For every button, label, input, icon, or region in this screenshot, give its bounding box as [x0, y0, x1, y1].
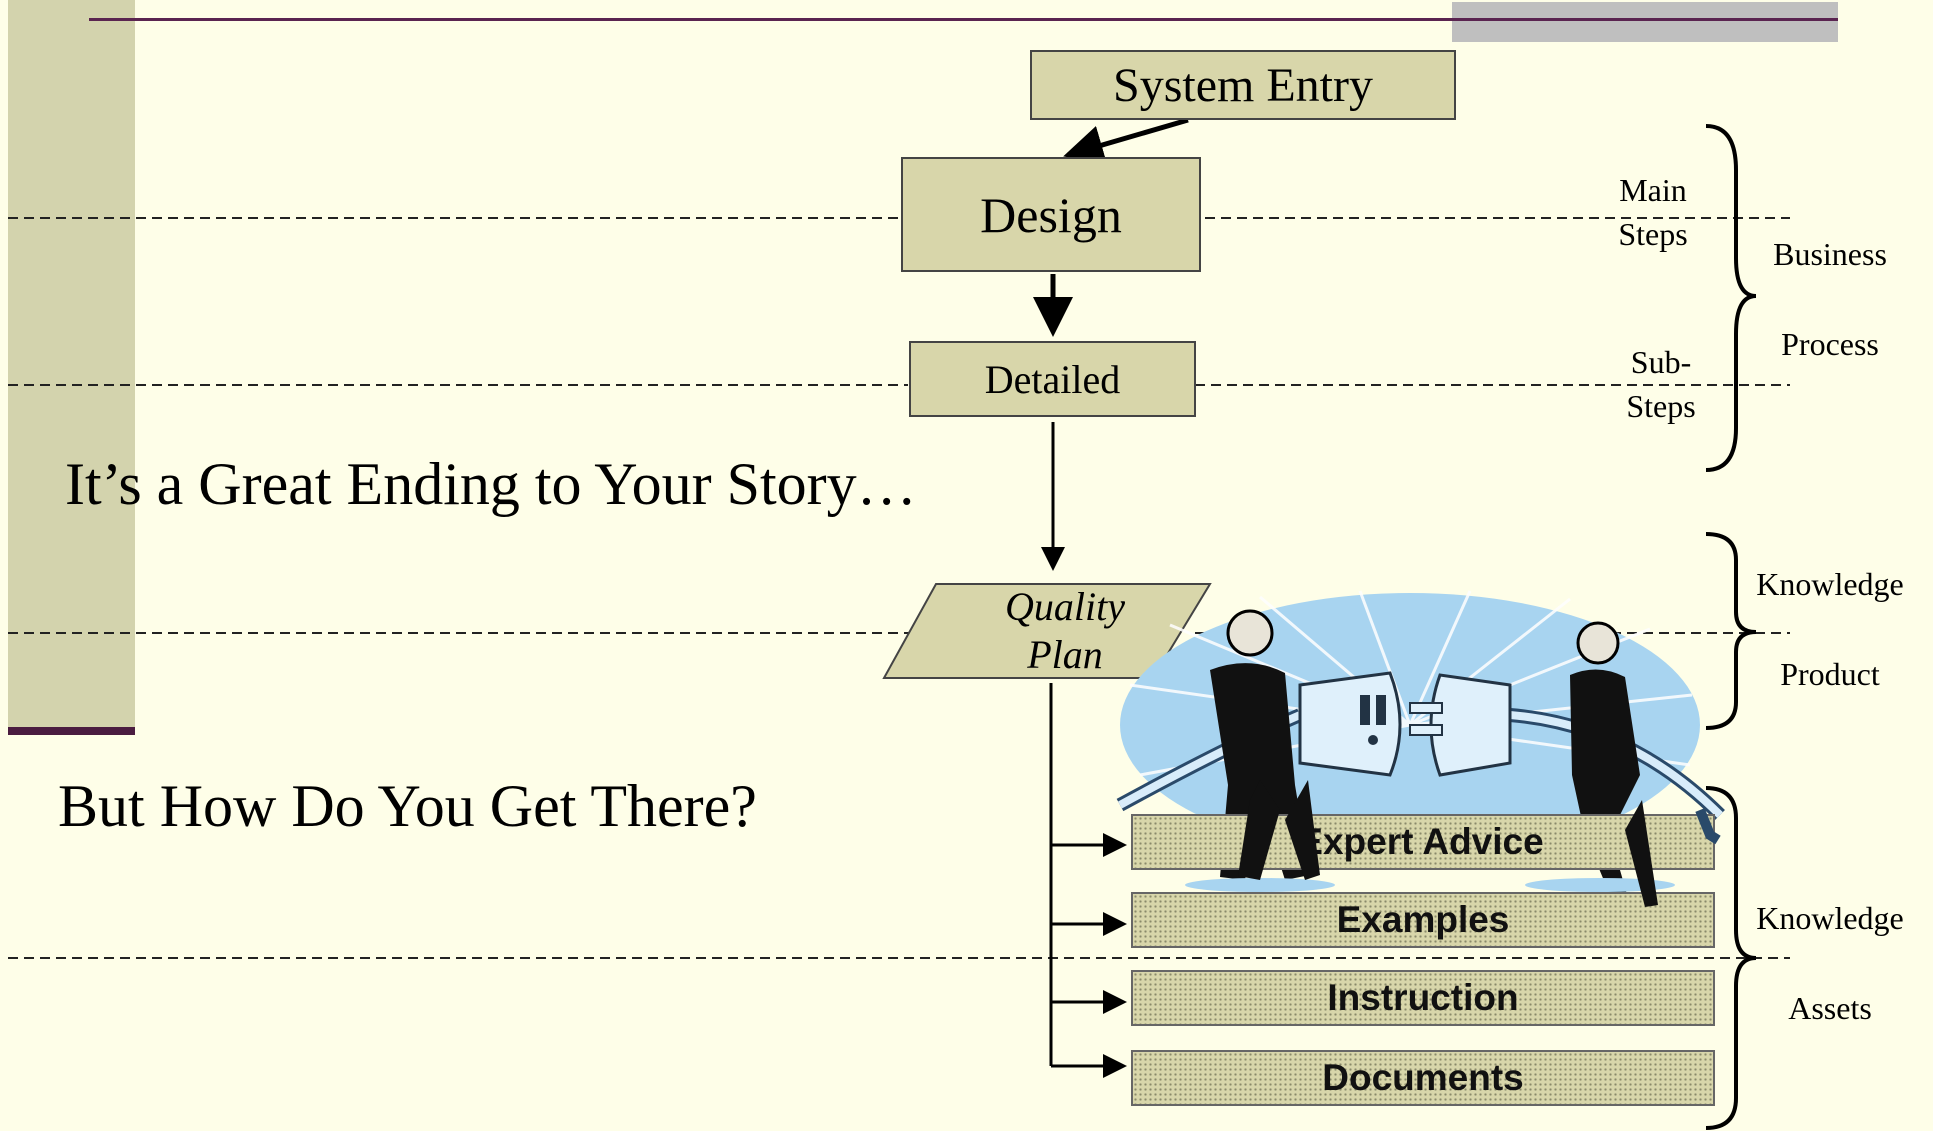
- asset-documents-label: Documents: [1322, 1057, 1524, 1098]
- headline-question: But How Do You Get There?: [58, 773, 757, 839]
- top-gray-rule: [1452, 18, 1838, 21]
- label-sub-steps: Sub- Steps: [1596, 340, 1726, 428]
- detailed-label: Detailed: [984, 356, 1121, 402]
- design-box: Design: [901, 157, 1201, 272]
- asset-instruction: Instruction: [1131, 970, 1715, 1026]
- brace-business-process: [1705, 124, 1757, 472]
- label-main-steps: Main Steps: [1588, 168, 1718, 256]
- sidebar-band: [8, 0, 135, 728]
- sidebar-accent-line: [8, 727, 135, 735]
- label-main: Main: [1619, 172, 1687, 208]
- brace-knowledge-assets: [1705, 786, 1757, 1130]
- label-business: Business: [1773, 236, 1887, 272]
- label-process: Process: [1781, 326, 1879, 362]
- asset-instruction-label: Instruction: [1327, 977, 1519, 1018]
- quality-plan-label-line1: Quality: [1005, 584, 1125, 629]
- label-knowledge-product-1: Knowledge: [1756, 566, 1904, 602]
- asset-examples: Examples: [1131, 892, 1715, 948]
- label-product: Product: [1780, 656, 1880, 692]
- label-assets: Assets: [1788, 990, 1872, 1026]
- asset-documents: Documents: [1131, 1050, 1715, 1106]
- label-sub: Sub-: [1630, 344, 1692, 380]
- label-knowledge-assets: Knowledge: [1756, 900, 1904, 936]
- label-main-steps-word: Steps: [1618, 216, 1688, 252]
- quality-plan-label: Quality Plan: [970, 583, 1160, 679]
- figures-foreground: [1238, 780, 1721, 907]
- quality-plan-label-line2: Plan: [1027, 632, 1103, 677]
- asset-expert-advice: Expert Advice: [1131, 814, 1715, 870]
- asset-expert-advice-label: Expert Advice: [1298, 821, 1544, 862]
- arrow-entry-to-design: [1063, 117, 1189, 165]
- asset-examples-label: Examples: [1336, 899, 1510, 940]
- label-sub-steps-word: Steps: [1626, 388, 1696, 424]
- headline-ending: It’s a Great Ending to Your Story…: [65, 451, 917, 517]
- system-entry-label: System Entry: [1113, 58, 1373, 112]
- design-label: Design: [980, 186, 1122, 243]
- top-gray-bar: [1452, 2, 1838, 42]
- top-rule: [89, 18, 1834, 21]
- detailed-box: Detailed: [909, 341, 1196, 417]
- brace-knowledge-product: [1705, 532, 1757, 730]
- system-entry-box: System Entry: [1030, 50, 1456, 120]
